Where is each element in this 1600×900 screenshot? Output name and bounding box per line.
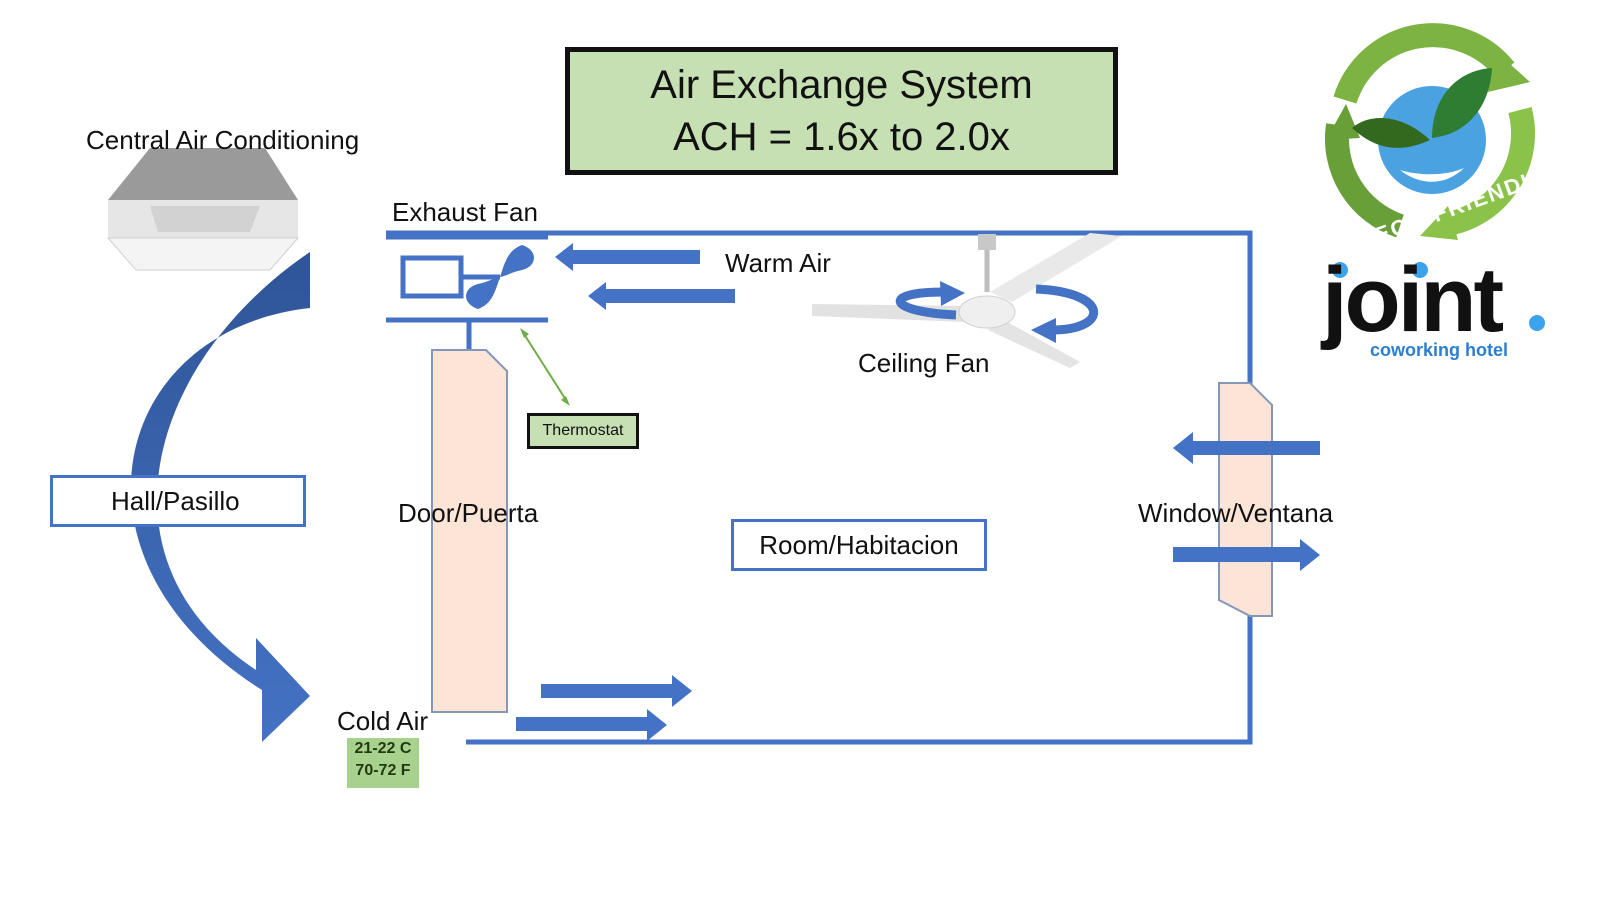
- curved-airflow-arrow: [130, 252, 310, 742]
- temperature-celsius: 21-22 C: [354, 740, 412, 757]
- title-line-1: Air Exchange System: [650, 63, 1033, 107]
- cold-air-arrow-lower: [516, 709, 667, 741]
- exhaust-fan-icon: [386, 234, 548, 350]
- door-label: Door/Puerta: [398, 498, 539, 528]
- hall-label: Hall/Pasillo: [111, 485, 240, 516]
- joint-logo-dots: [1332, 262, 1545, 331]
- window-label: Window/Ventana: [1138, 498, 1334, 528]
- cold-air-arrow-upper: [541, 675, 692, 707]
- ceiling-fan-label: Ceiling Fan: [858, 348, 990, 378]
- cold-air-label: Cold Air: [337, 706, 429, 736]
- joint-logo-tagline: coworking hotel: [1370, 340, 1509, 360]
- thermostat-pointer: [520, 328, 570, 406]
- room-label: Room/Habitacion: [759, 529, 959, 560]
- title-box: Air Exchange System ACH = 1.6x to 2.0x: [565, 47, 1118, 175]
- exhaust-fan-label: Exhaust Fan: [392, 197, 538, 227]
- room-outline: [386, 230, 1253, 385]
- joint-logo-word: joint: [1322, 249, 1504, 351]
- title-line-2: ACH = 1.6x to 2.0x: [673, 115, 1010, 159]
- hall-label-box: Hall/Pasillo: [50, 475, 306, 527]
- window-arrow-in: [1173, 432, 1320, 464]
- door-panel: [431, 349, 508, 713]
- thermostat-label: Thermostat: [527, 413, 639, 449]
- cold-air-temperature-badge: 21-22 C 70-72 F: [347, 738, 419, 788]
- room-outline-bottom: [466, 615, 1253, 745]
- central-ac-label: Central Air Conditioning: [86, 125, 360, 155]
- window-arrow-out: [1173, 539, 1320, 571]
- temperature-fahrenheit: 70-72 F: [355, 762, 411, 779]
- eco-friendly-badge-icon: [1324, 23, 1536, 240]
- ceiling-fan-icon: [812, 233, 1122, 368]
- warm-air-arrow-lower: [588, 282, 735, 310]
- central-ac-unit-icon: [106, 148, 300, 271]
- room-label-box: Room/Habitacion: [731, 519, 987, 571]
- warm-air-label: Warm Air: [725, 248, 831, 278]
- warm-air-arrow-upper: [555, 243, 700, 271]
